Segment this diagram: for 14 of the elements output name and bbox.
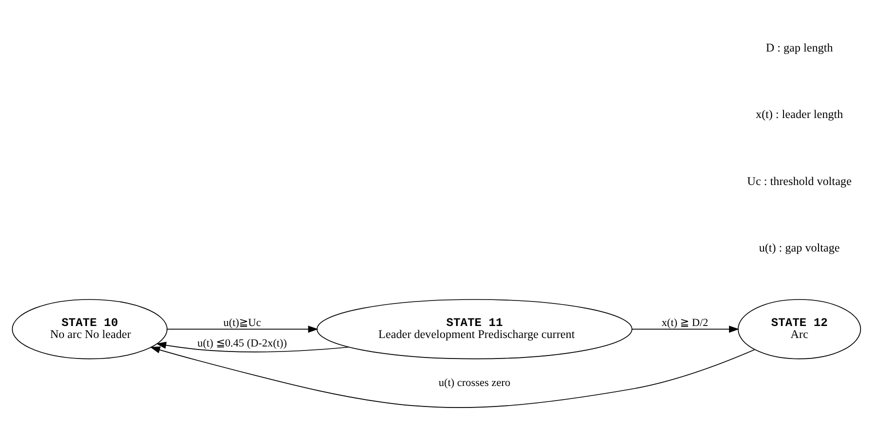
arrow	[632, 325, 740, 332]
node-ellipse: STATE 12 Arc	[738, 298, 862, 359]
label: u(t) : gap voltage	[758, 240, 840, 254]
label: x(t) : leader length	[756, 106, 844, 121]
edge-label: u(t)≧Uc	[223, 316, 261, 329]
arrow	[166, 325, 318, 332]
node-ellipse: STATE 11 Leader development Predischarge current	[316, 298, 632, 359]
edge-label: u(t) ≦0.45 (D-2x(t))	[197, 336, 287, 349]
arrow	[150, 346, 755, 408]
label: D : gap length	[766, 40, 833, 54]
edge-label: u(t) crosses zero	[438, 376, 510, 388]
label: Uc : threshold voltage	[747, 173, 852, 188]
edge-label: x(t) ≧ D/2	[662, 316, 708, 329]
arrow	[156, 341, 350, 352]
